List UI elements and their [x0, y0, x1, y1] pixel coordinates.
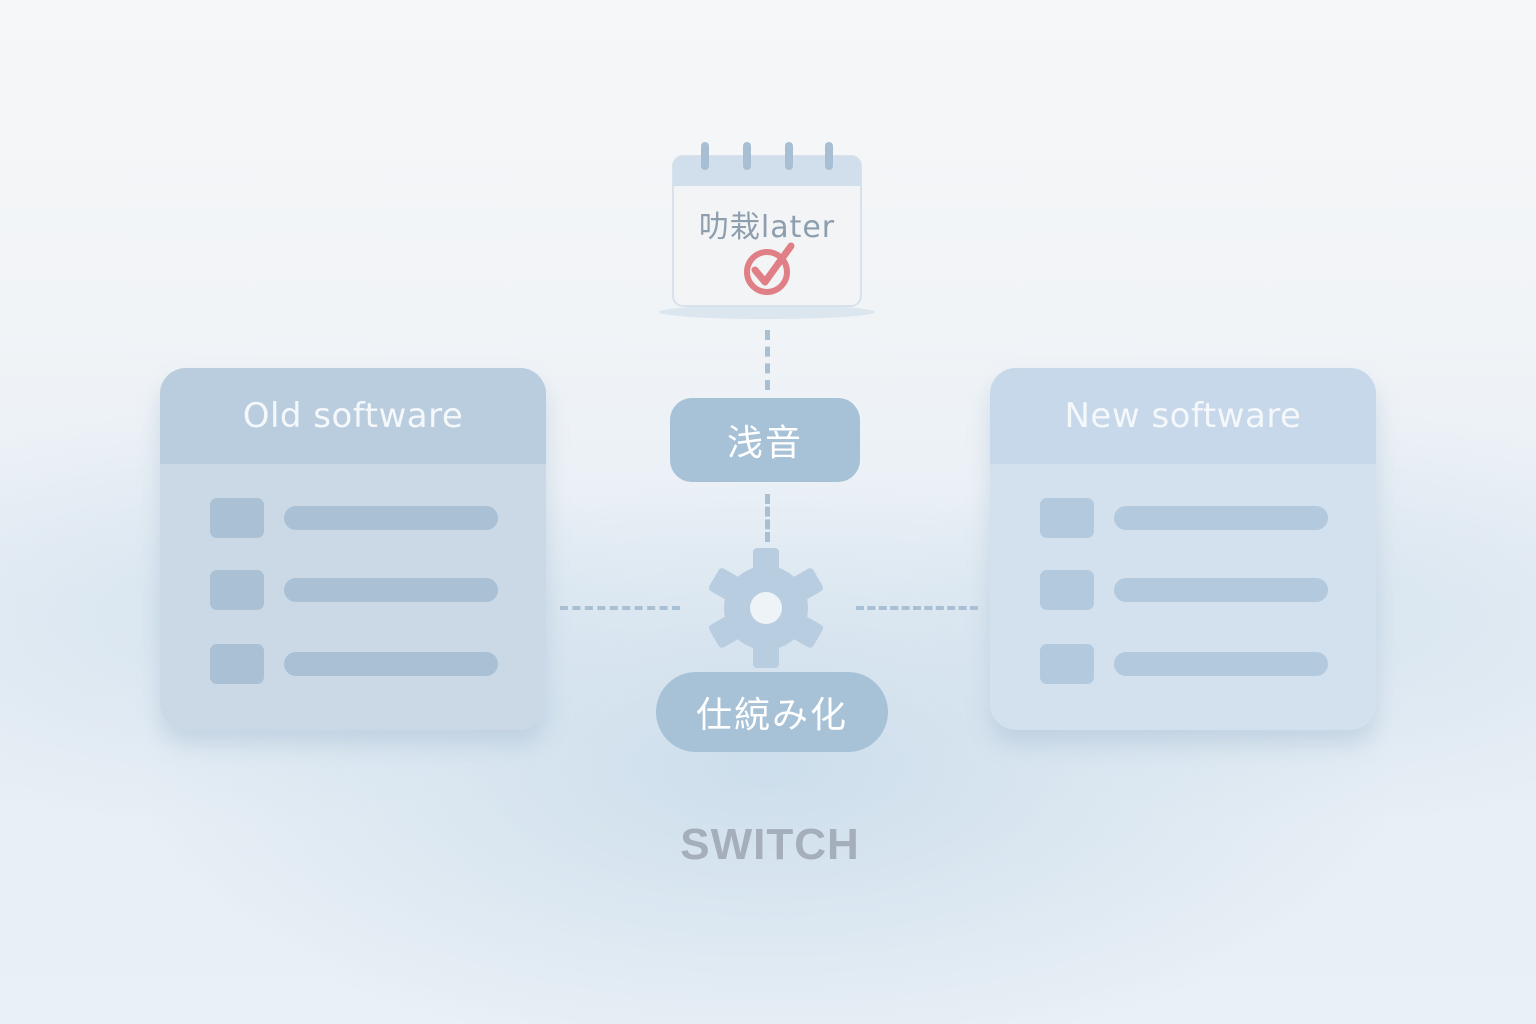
- list-item-icon: [210, 570, 264, 610]
- list-item-bar: [284, 652, 498, 676]
- list-item: [210, 498, 500, 538]
- list-item-icon: [1040, 570, 1094, 610]
- list-item-bar: [1114, 652, 1328, 676]
- old-software-title: Old software: [160, 368, 546, 464]
- list-item-bar: [1114, 506, 1328, 530]
- connector-calendar-pill: [765, 330, 770, 390]
- list-item-icon: [1040, 498, 1094, 538]
- list-item-icon: [210, 498, 264, 538]
- list-item: [210, 570, 500, 610]
- list-item-bar: [1114, 578, 1328, 602]
- list-item: [1040, 498, 1330, 538]
- list-item-bar: [284, 578, 498, 602]
- list-item: [210, 644, 500, 684]
- connector-gear-new: [856, 606, 978, 610]
- list-item: [1040, 570, 1330, 610]
- calendar-check-icon: 叻栽later: [657, 140, 877, 320]
- center-pill: 浅音: [670, 398, 860, 482]
- connector-old-gear: [560, 606, 680, 610]
- new-software-panel: New software: [990, 368, 1376, 730]
- list-item-icon: [210, 644, 264, 684]
- calendar-label: 叻栽later: [698, 210, 836, 245]
- gear-icon: [704, 548, 828, 668]
- lower-pill: 仕綂み化: [656, 672, 888, 752]
- new-software-title: New software: [990, 368, 1376, 464]
- list-item-icon: [1040, 644, 1094, 684]
- connector-pill-gear: [765, 494, 770, 542]
- list-item: [1040, 644, 1330, 684]
- old-software-panel: Old software: [160, 368, 546, 730]
- list-item-bar: [284, 506, 498, 530]
- switch-caption: SWITCH: [680, 820, 860, 869]
